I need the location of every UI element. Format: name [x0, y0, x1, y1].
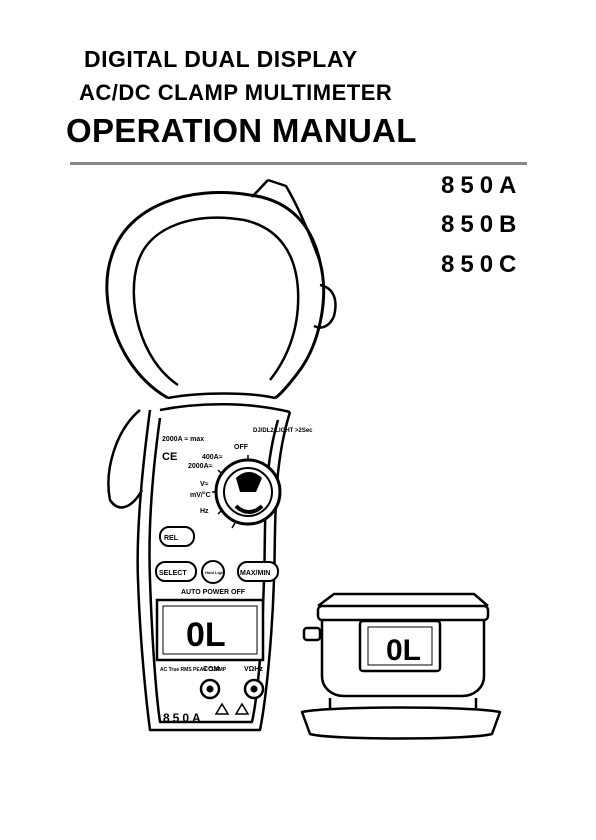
side-display-reading: 0L [386, 634, 421, 667]
light-label: DJ/DL2 LIGHT >2Sec [253, 428, 313, 434]
voltage-label: V≈ [200, 481, 209, 488]
rel-button: REL [164, 535, 179, 542]
mv-label: mV/°C [190, 491, 211, 499]
range-2000-label: 2000A≈ [188, 463, 213, 470]
select-button: SELECT [159, 570, 187, 577]
hold-light-button: Hold Light [205, 570, 225, 575]
com-label: COM [203, 666, 220, 673]
main-display-reading: 0L [186, 616, 226, 654]
range-400-label: 400A≈ [202, 454, 223, 461]
range-top-label: 2000A ≈ max [162, 436, 204, 443]
off-label: OFF [234, 444, 249, 451]
ce-mark: CE [162, 451, 177, 463]
maxmin-button: MAX/MIN [240, 570, 270, 577]
vohz-label: VΩHz [244, 666, 263, 673]
hz-label: Hz [200, 508, 209, 515]
auto-power-off-label: AUTO POWER OFF [181, 589, 246, 596]
meter-model-label: 850A [163, 711, 204, 725]
